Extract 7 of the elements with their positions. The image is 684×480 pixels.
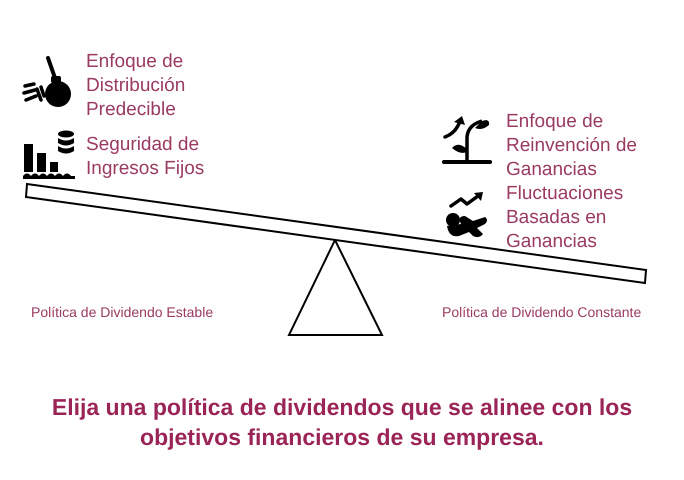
caption: Elija una política de dividendos que se alinee con los objetivos financieros de su empresa.: [50, 393, 634, 452]
feature-text: Fluctuaciones Basadas en Ganancias: [506, 182, 624, 254]
policy-label: Política de Dividendo Constante: [442, 303, 642, 321]
feature-text: Enfoque de Distribución Predecible: [86, 50, 186, 122]
feature-text: Enfoque de Reinvención de Ganancias: [506, 110, 638, 182]
policy-label: Política de Dividendo Estable: [31, 303, 214, 321]
feature-text: Seguridad de Ingresos Fijos: [86, 133, 206, 181]
